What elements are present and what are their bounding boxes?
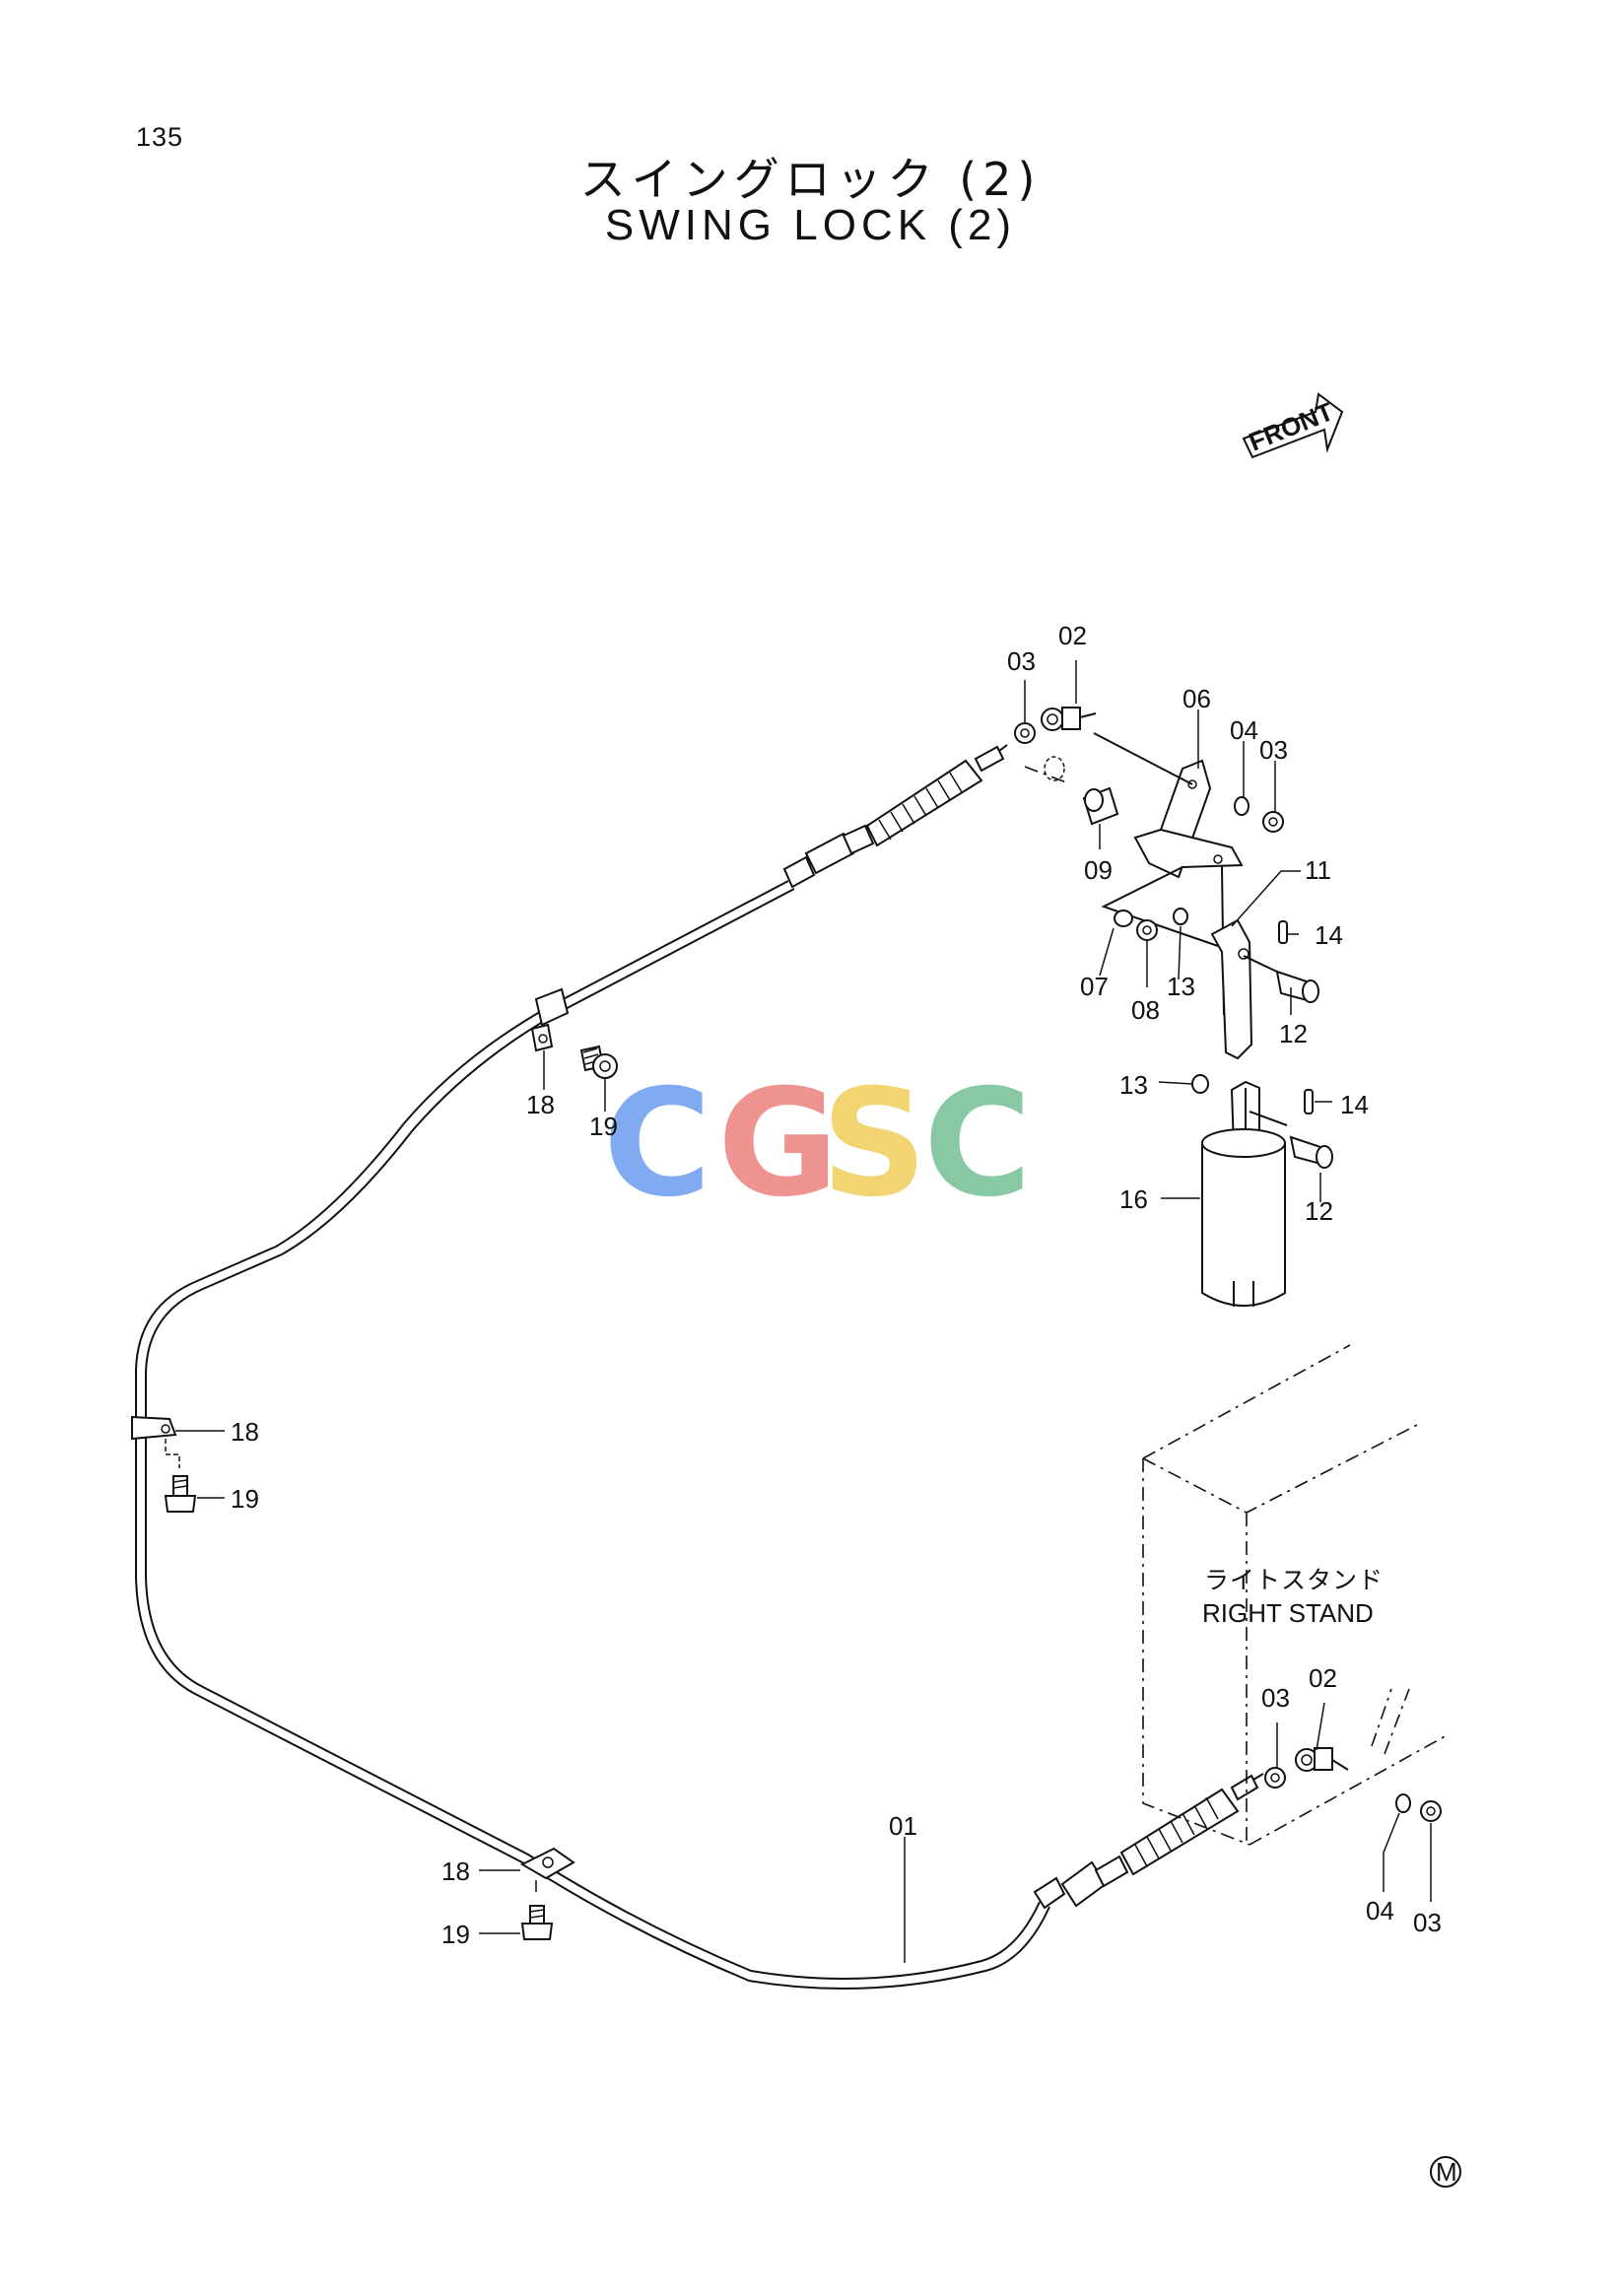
label-03-bottom: 03 — [1261, 1683, 1290, 1713]
watermark-letter-3: S — [821, 1058, 927, 1230]
label-02-top: 02 — [1058, 621, 1087, 650]
bottom-joint-assembly — [1264, 1747, 1442, 1822]
bottom-cable-end — [1033, 1773, 1264, 1910]
label-12-upper: 12 — [1279, 1019, 1308, 1048]
cylinder-16 — [1201, 1128, 1286, 1307]
label-07: 07 — [1080, 972, 1109, 1001]
right-stand-label-jp: ライトスタンド — [1204, 1566, 1384, 1594]
label-03-top-right: 03 — [1259, 735, 1288, 765]
front-label: FRONT — [1245, 396, 1337, 456]
watermark-letter-1: C — [603, 1058, 711, 1230]
label-14-lower: 14 — [1340, 1090, 1369, 1119]
label-19-bottom: 19 — [441, 1920, 470, 1949]
watermark: C G S C — [603, 1058, 1032, 1230]
top-cable-end — [782, 744, 1008, 889]
right-stand-box — [1142, 1344, 1450, 1846]
label-02-bottom: 02 — [1309, 1663, 1337, 1693]
label-19-left: 19 — [231, 1484, 259, 1514]
clamp-18-top — [530, 987, 570, 1052]
page-number: 135 — [136, 122, 184, 152]
label-08: 08 — [1131, 995, 1160, 1025]
label-03-bottom-right: 03 — [1413, 1908, 1442, 1937]
front-arrow-icon: FRONT — [1242, 392, 1344, 459]
label-04-bottom: 04 — [1366, 1896, 1394, 1925]
label-18-top: 18 — [526, 1090, 555, 1119]
label-13-upper: 13 — [1167, 972, 1195, 1001]
watermark-letter-2: G — [717, 1058, 839, 1230]
bolt-19-bottom — [520, 1905, 554, 1940]
clamp-18-left — [131, 1415, 180, 1468]
label-12-lower: 12 — [1305, 1196, 1333, 1226]
bolt-19-top — [579, 1045, 618, 1079]
label-13-lower: 13 — [1119, 1070, 1148, 1100]
label-18-left: 18 — [231, 1417, 259, 1447]
cable-01 — [135, 880, 1050, 1990]
label-06: 06 — [1182, 684, 1211, 713]
callout-labels: 03 02 06 04 03 09 11 14 07 08 13 12 13 1… — [231, 621, 1442, 1949]
m-mark-label: M — [1436, 2157, 1457, 2187]
top-bracket-assembly — [1014, 707, 1333, 1169]
m-mark-icon: M — [1430, 2156, 1461, 2188]
right-stand-label-en: RIGHT STAND — [1202, 1598, 1374, 1628]
title-japanese: スイングロック (2) — [579, 153, 1042, 206]
title-english: SWING LOCK (2) — [604, 201, 1017, 249]
label-03-top: 03 — [1007, 646, 1036, 676]
label-04-top: 04 — [1230, 715, 1258, 745]
watermark-letter-4: C — [923, 1058, 1032, 1230]
label-01: 01 — [889, 1811, 917, 1841]
label-19-top: 19 — [589, 1112, 618, 1141]
label-11: 11 — [1305, 855, 1331, 885]
label-16: 16 — [1119, 1184, 1148, 1214]
label-18-bottom: 18 — [441, 1857, 470, 1886]
label-09: 09 — [1084, 855, 1113, 885]
bolt-19-left — [164, 1475, 197, 1513]
leader-lines — [175, 660, 1432, 1963]
clamp-18-bottom — [519, 1847, 575, 1892]
label-14-upper: 14 — [1315, 920, 1343, 950]
